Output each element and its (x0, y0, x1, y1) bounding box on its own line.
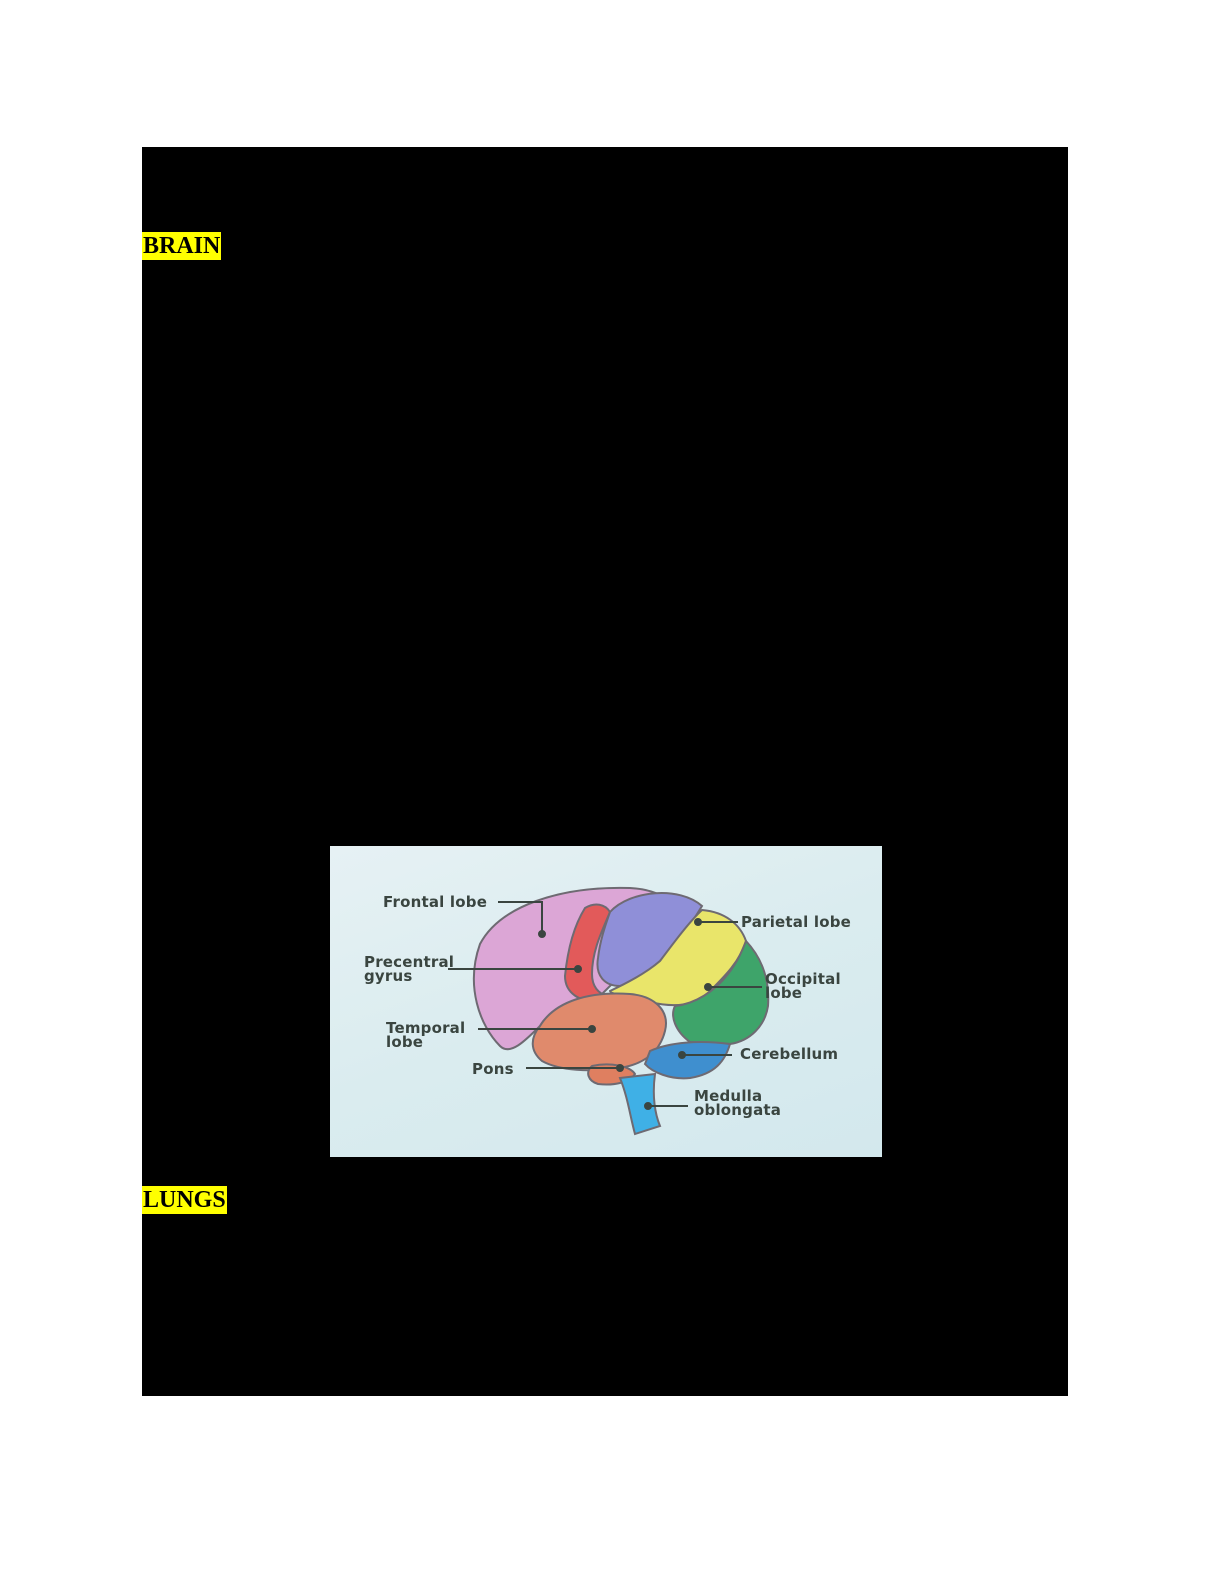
label-parietal-lobe: Parietal lobe (741, 913, 852, 931)
redacted-content-block (142, 147, 1068, 1396)
brain-diagram: Frontal lobe Precentral gyrus Temporal l… (330, 846, 882, 1157)
section-heading-lungs: LUNGS (142, 1186, 227, 1214)
brain-illustration (448, 886, 770, 1136)
label-medulla-oblongata: Medulla oblongata (694, 1087, 782, 1119)
label-temporal-lobe: Temporal lobe (386, 1019, 466, 1051)
section-heading-brain: BRAIN (142, 232, 222, 260)
label-frontal-lobe: Frontal lobe (383, 893, 488, 911)
label-occipital-lobe: Occipital lobe (765, 970, 841, 1002)
label-cerebellum: Cerebellum (740, 1045, 839, 1063)
label-pons: Pons (472, 1060, 514, 1078)
label-precentral-gyrus: Precentral gyrus (364, 953, 455, 985)
